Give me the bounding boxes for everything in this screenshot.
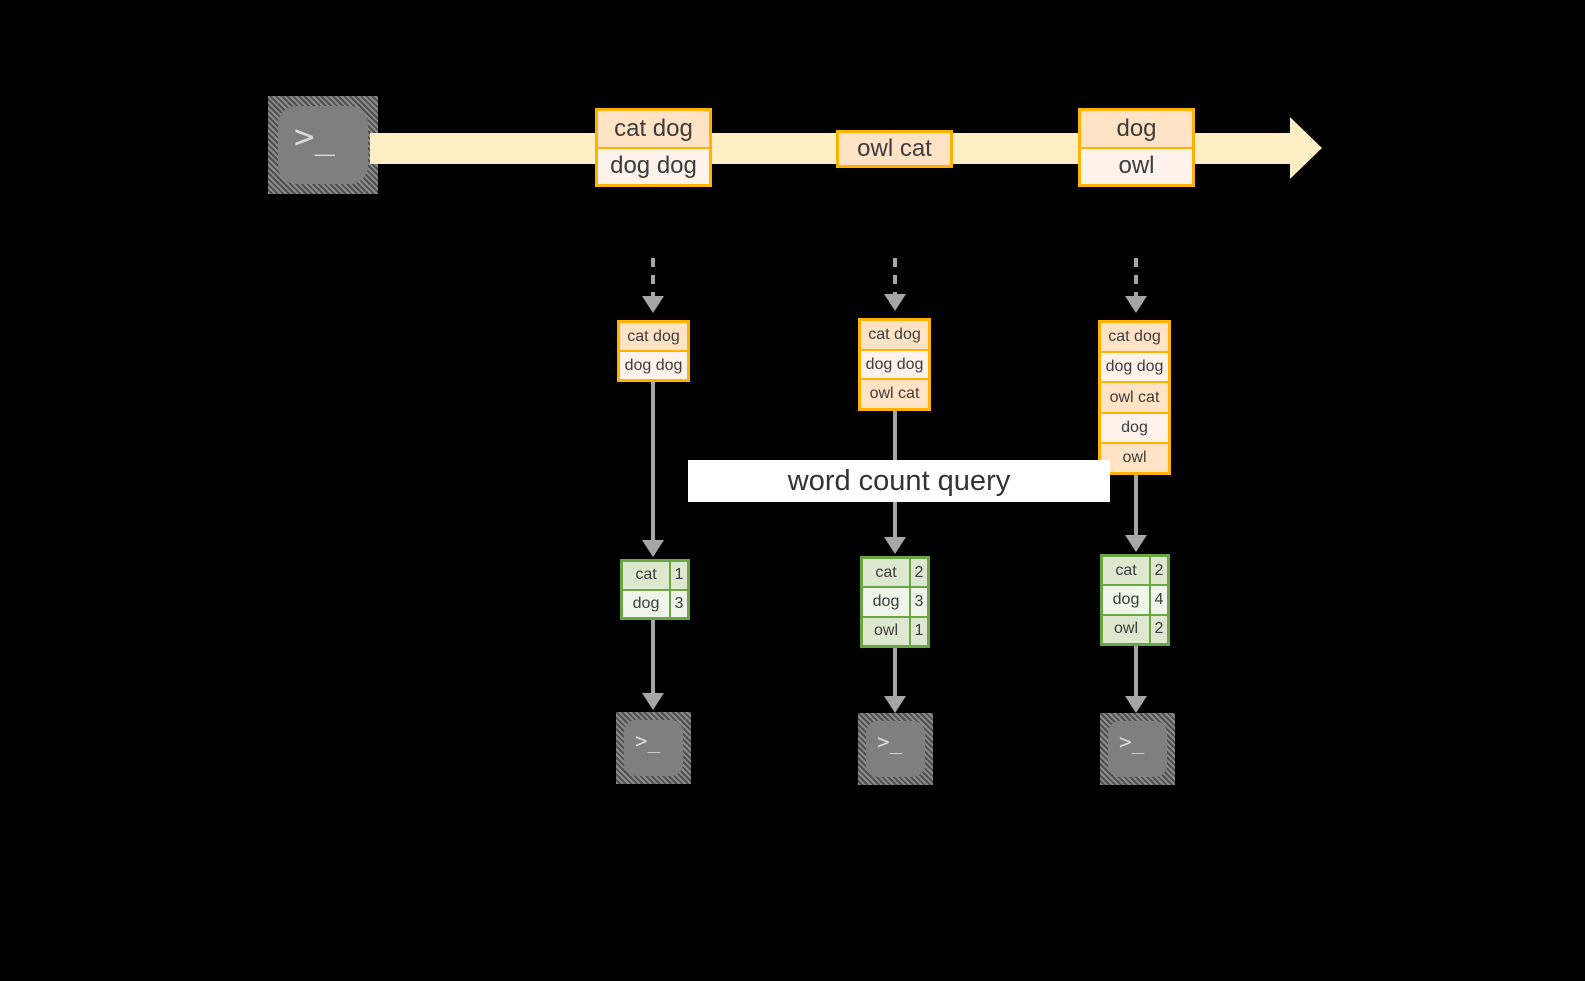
- table-row: cat 2: [1103, 557, 1167, 585]
- snapshot-1-sink-connector: [651, 620, 655, 695]
- snapshot-3-query-arrowhead: [1125, 535, 1147, 552]
- snapshot-1-sink-arrowhead: [642, 693, 664, 710]
- snapshot-3-sink-arrowhead: [1125, 696, 1147, 713]
- terminal-prompt-glyph: >_: [1119, 730, 1145, 754]
- snapshot-input-line: dog dog: [861, 348, 928, 379]
- snapshot-input-line: owl cat: [861, 378, 928, 409]
- snapshot-3-sink-terminal-icon: >_: [1100, 713, 1175, 785]
- sink-terminal-screen: >_: [866, 721, 925, 777]
- result-word: dog: [623, 590, 669, 617]
- stream-record-line: owl cat: [839, 133, 950, 165]
- result-count: 2: [1149, 557, 1167, 585]
- table-row: cat 1: [623, 562, 687, 589]
- snapshot-input-line: dog: [1101, 411, 1168, 442]
- query-label-text: word count query: [787, 464, 1011, 497]
- result-word: dog: [1103, 586, 1149, 614]
- snapshot-1-result-table: cat 1 dog 3: [620, 559, 690, 620]
- snapshot-1-dashed-arrowhead: [642, 296, 664, 313]
- table-row: dog 4: [1103, 584, 1167, 614]
- stream-record-line: dog: [1081, 111, 1192, 147]
- snapshot-input-line: owl cat: [1101, 381, 1168, 412]
- snapshot-2-dashed-connector: [893, 258, 897, 296]
- result-word: cat: [1103, 557, 1149, 585]
- stream-arrow-head: [1290, 117, 1322, 179]
- snapshot-2-sink-arrowhead: [884, 696, 906, 713]
- result-count: 4: [1149, 586, 1167, 614]
- sink-terminal-screen: >_: [624, 720, 683, 776]
- snapshot-input-line: cat dog: [1101, 323, 1168, 352]
- snapshot-3-sink-connector: [1134, 646, 1138, 698]
- source-terminal-icon: >_: [268, 96, 378, 194]
- snapshot-2-query-arrowhead: [884, 537, 906, 554]
- snapshot-2-input-box: cat dog dog dog owl cat: [858, 318, 931, 411]
- snapshot-2-sink-connector: [893, 648, 897, 698]
- result-count: 3: [669, 590, 687, 617]
- stream-record-1: cat dog dog dog: [595, 108, 712, 187]
- result-count: 1: [669, 562, 687, 589]
- snapshot-1-query-connector: [651, 382, 655, 542]
- snapshot-2-dashed-arrowhead: [884, 294, 906, 311]
- result-count: 3: [909, 588, 927, 616]
- result-count: 2: [1149, 615, 1167, 643]
- snapshot-input-line: owl: [1101, 441, 1168, 473]
- sink-terminal-screen: >_: [1108, 721, 1167, 777]
- stream-record-3: dog owl: [1078, 108, 1195, 187]
- result-word: owl: [863, 617, 909, 645]
- snapshot-3-dashed-arrowhead: [1125, 296, 1147, 313]
- snapshot-input-line: dog dog: [620, 350, 687, 379]
- snapshot-3-dashed-connector: [1134, 258, 1138, 298]
- result-word: dog: [863, 588, 909, 616]
- table-row: cat 2: [863, 559, 927, 587]
- table-row: owl 1: [863, 615, 927, 645]
- stream-record-2: owl cat: [836, 130, 953, 168]
- stream-record-line: owl: [1081, 146, 1192, 184]
- snapshot-1-query-arrowhead: [642, 540, 664, 557]
- result-word: cat: [623, 562, 669, 589]
- snapshot-3-input-box: cat dog dog dog owl cat dog owl: [1098, 320, 1171, 475]
- table-row: owl 2: [1103, 613, 1167, 643]
- table-row: dog 3: [623, 588, 687, 617]
- table-row: dog 3: [863, 586, 927, 616]
- terminal-prompt-glyph: >_: [635, 729, 661, 753]
- stream-record-line: dog dog: [598, 146, 709, 184]
- result-count: 1: [909, 617, 927, 645]
- snapshot-input-line: dog dog: [1101, 351, 1168, 382]
- source-terminal-screen: >_: [278, 106, 368, 184]
- terminal-prompt-glyph: >_: [294, 117, 335, 157]
- snapshot-1-sink-terminal-icon: >_: [616, 712, 691, 784]
- snapshot-3-query-connector: [1134, 475, 1138, 537]
- result-word: cat: [863, 559, 909, 587]
- snapshot-2-sink-terminal-icon: >_: [858, 713, 933, 785]
- snapshot-1-dashed-connector: [651, 258, 655, 298]
- snapshot-1-input-box: cat dog dog dog: [617, 320, 690, 382]
- snapshot-input-line: cat dog: [861, 321, 928, 349]
- snapshot-2-result-table: cat 2 dog 3 owl 1: [860, 556, 930, 648]
- result-word: owl: [1103, 615, 1149, 643]
- stream-record-line: cat dog: [598, 111, 709, 147]
- snapshot-input-line: cat dog: [620, 323, 687, 350]
- snapshot-3-result-table: cat 2 dog 4 owl 2: [1100, 554, 1170, 646]
- query-label-banner: word count query: [688, 460, 1110, 502]
- terminal-prompt-glyph: >_: [877, 730, 903, 754]
- result-count: 2: [909, 559, 927, 587]
